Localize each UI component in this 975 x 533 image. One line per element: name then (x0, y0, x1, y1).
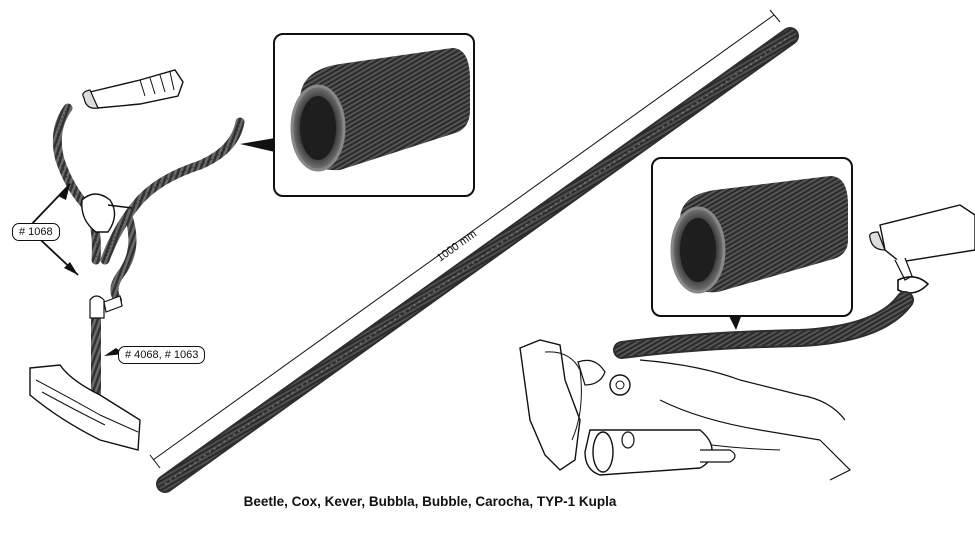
hose-closeup-callout-1 (240, 33, 475, 197)
part-label-4068-1063: # 4068, # 1063 (118, 346, 206, 364)
hose-closeup-callout-2 (651, 157, 853, 330)
right-engine-illustration (519, 204, 975, 481)
left-assembly-illustration (26, 69, 245, 451)
part-label-1068: # 1068 (12, 223, 60, 241)
long-hose (149, 9, 799, 493)
compatibility-caption: Beetle, Cox, Kever, Bubbla, Bubble, Caro… (243, 494, 617, 509)
